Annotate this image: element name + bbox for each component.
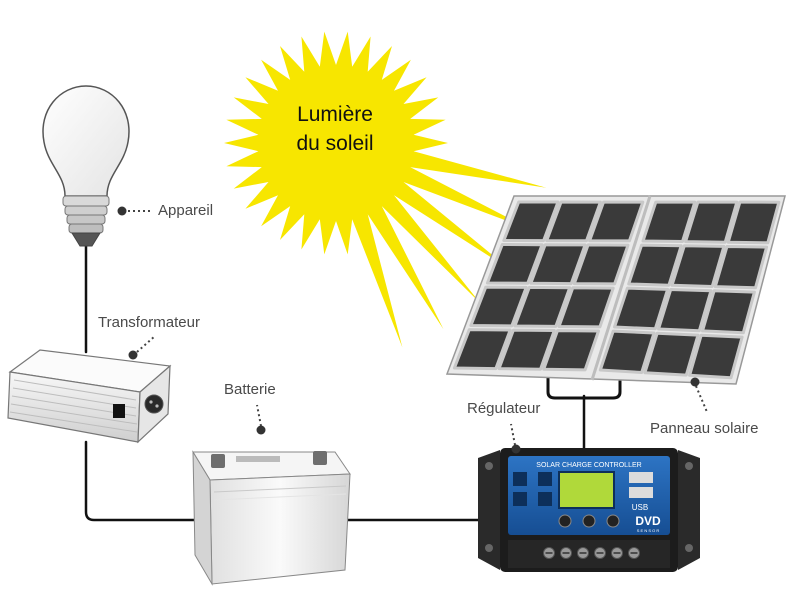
solar-cell [627,243,683,287]
solar-cell [598,329,656,374]
solar-cell [572,243,630,286]
leader-dots [128,210,708,446]
panel-connector [546,374,622,400]
charge-controller-icon: SOLAR CHARGE CONTROLLER USB DVD S E N S … [478,448,700,572]
sun-label-line1: Lumière [297,103,373,126]
controller-brand-sub: S E N S O R [637,528,660,533]
solar-panel-icon [445,195,786,385]
solar-cell [701,289,756,335]
usb-label: USB [632,503,648,512]
sun [224,31,547,348]
wire-inverter-battery [84,440,202,522]
label-controller: Régulateur [467,400,541,417]
label-panel: Panneau solaire [650,420,759,437]
panel-cells [452,200,781,380]
solar-cell [529,243,587,286]
controller-brand: DVD [635,514,661,528]
solar-cell [688,333,744,380]
label-inverter: Transformateur [98,314,200,331]
solar-cell [485,243,544,285]
sun-label-line2: du soleil [296,132,374,155]
controller-button-down [606,514,620,528]
solar-cell [469,285,528,328]
controller-lcd [558,471,615,509]
solar-cell [545,200,602,243]
inverter-icon [7,349,172,444]
battery-icon [192,450,351,586]
solar-cell [513,285,572,328]
controller-title: SOLAR CHARGE CONTROLLER [536,462,641,469]
solar-cell [557,286,615,329]
solar-cell [643,331,700,377]
sun-label: Lumière du soleil [270,100,400,158]
solar-cell [613,286,670,331]
solar-cell [641,200,697,243]
controller-terminals [543,547,640,559]
solar-cell [726,200,781,245]
solar-cell [497,328,556,371]
sun-disc [258,65,414,221]
solar-cell [542,329,600,372]
leader-ends [117,206,700,454]
solar-cell [670,244,726,288]
light-bulb-icon [42,85,130,247]
solar-cell [684,200,739,244]
label-appliance: Appareil [158,202,214,219]
controller-button-up [582,514,596,528]
solar-cell [502,200,560,243]
solar-cell [452,328,512,371]
solar-cell [657,288,713,333]
label-battery: Batterie [224,381,276,398]
solar-cell [713,245,769,290]
controller-button-menu [558,514,572,528]
solar-cell [588,200,645,243]
wires [84,244,622,522]
